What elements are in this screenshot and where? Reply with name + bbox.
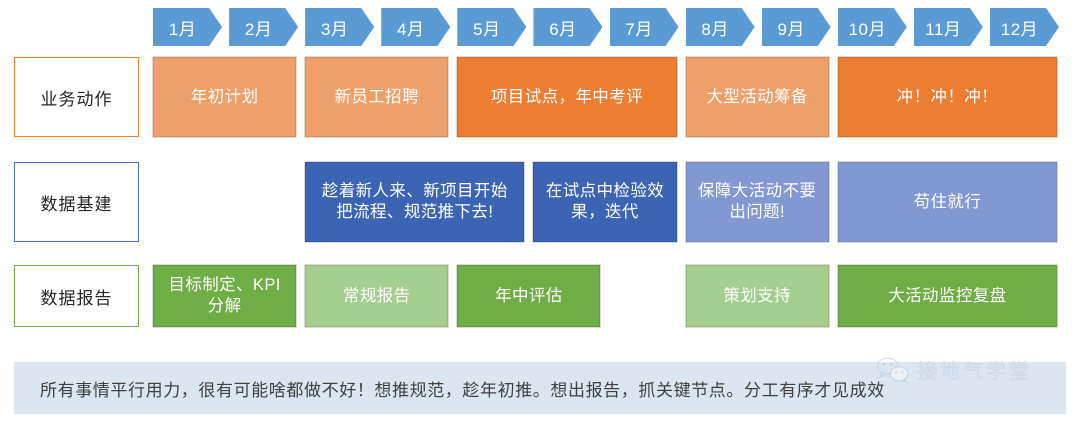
month-chevron-1[interactable]: 1月	[153, 8, 222, 46]
row-label-2: 数据基建	[14, 162, 139, 242]
month-chevron-2[interactable]: 2月	[229, 8, 298, 46]
task-box-r1-4[interactable]: 大型活动筹备	[685, 57, 829, 137]
task-box-r3-1[interactable]: 目标制定、KPI分解	[153, 265, 297, 327]
task-box-r2-1[interactable]: 趁着新人来、新项目开始 把流程、规范推下去!	[305, 162, 525, 242]
task-box-r2-3[interactable]: 保障大活动不要 出问题!	[685, 162, 829, 242]
task-box-r3-4[interactable]: 策划支持	[685, 265, 829, 327]
month-chevron-7[interactable]: 7月	[610, 8, 679, 46]
row-label-3: 数据报告	[14, 265, 139, 327]
month-chevron-8[interactable]: 8月	[686, 8, 755, 46]
month-chevron-4[interactable]: 4月	[381, 8, 450, 46]
task-box-r1-1[interactable]: 年初计划	[153, 57, 297, 137]
task-box-r3-3[interactable]: 年中评估	[457, 265, 601, 327]
month-chevron-5[interactable]: 5月	[457, 8, 526, 46]
task-box-r2-2[interactable]: 在试点中检验效 果，迭代	[533, 162, 677, 242]
task-box-r3-5[interactable]: 大活动监控复盘	[837, 265, 1057, 327]
month-chevron-3[interactable]: 3月	[305, 8, 374, 46]
task-box-r1-3[interactable]: 项目试点，年中考评	[457, 57, 677, 137]
footer-summary-text: 所有事情平行用力，很有可能啥都做不好！想推规范，趁年初推。想出报告，抓关键节点。…	[40, 380, 885, 400]
month-chevron-6[interactable]: 6月	[533, 8, 602, 46]
month-chevron-12[interactable]: 12月	[990, 8, 1059, 46]
task-box-r2-4[interactable]: 苟住就行	[837, 162, 1057, 242]
month-chevron-11[interactable]: 11月	[914, 8, 983, 46]
task-box-r1-5[interactable]: 冲！冲！冲！	[837, 57, 1057, 137]
task-box-r1-2[interactable]: 新员工招聘	[305, 57, 449, 137]
row-label-1: 业务动作	[14, 57, 139, 137]
month-chevron-9[interactable]: 9月	[762, 8, 831, 46]
month-chevron-10[interactable]: 10月	[838, 8, 907, 46]
footer-summary-bar: 所有事情平行用力，很有可能啥都做不好！想推规范，趁年初推。想出报告，抓关键节点。…	[14, 362, 1066, 414]
task-box-r3-2[interactable]: 常规报告	[305, 265, 449, 327]
